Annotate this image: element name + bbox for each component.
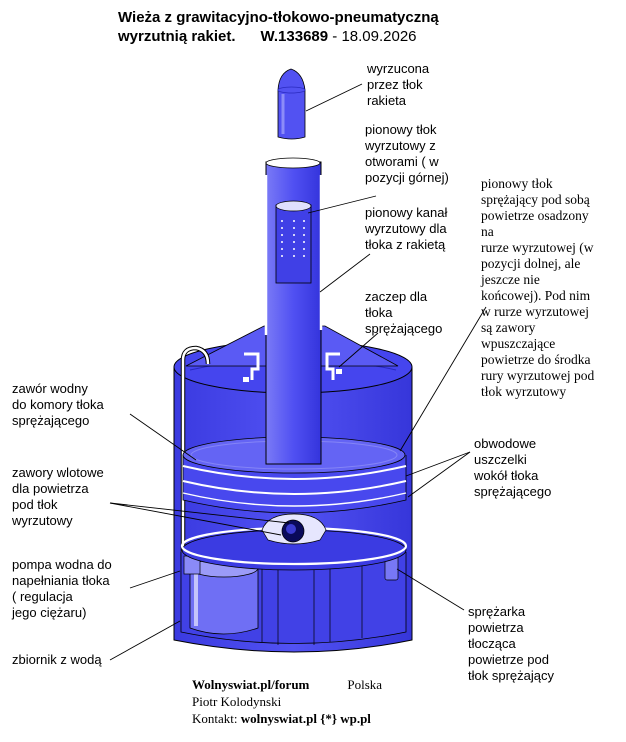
chamber-floor-plate <box>180 526 408 571</box>
pointer-uszczelki-1 <box>405 451 471 477</box>
label-tlok-wyrzutowy: pionowy tłok wyrzutowy z otworami ( w po… <box>365 122 449 185</box>
pointer-sprezarka <box>396 568 465 611</box>
footer-site-line: Wolnyswiat.pl/forum Polska <box>192 677 382 693</box>
pointer-zawory-2 <box>109 502 290 524</box>
title-line-1: Wieża z grawitacyjno-tłokowo-pneumatyczn… <box>118 9 439 26</box>
footer-author: Piotr Kolodynski <box>192 694 282 709</box>
pointer-zawory-1 <box>109 502 282 536</box>
label-tlok-sprezajacy: pionowy tłok sprężający pod sobą powietr… <box>481 176 595 399</box>
label-zawor-wodny: zawór wodny do komory tłoka sprężającego <box>12 381 104 428</box>
footer-country: Polska <box>347 677 383 692</box>
rocket <box>277 68 306 140</box>
label-zaczep: zaczep dla tłoka sprężającego <box>365 289 443 336</box>
footer-contact-email: wolnyswiat.pl {*} wp.pl <box>240 711 371 726</box>
pointer-tlok-sprezajacy <box>399 306 487 452</box>
pointer-uszczelki-2 <box>407 451 471 498</box>
pointer-zawor-wodny <box>129 413 197 461</box>
label-sprezarka: sprężarka powietrza tłocząca powietrze p… <box>468 604 554 683</box>
pointer-lines <box>109 83 487 661</box>
label-zbiornik: zbiornik z wodą <box>12 652 102 667</box>
label-pompa: pompa wodna do napełniania tłoka ( regul… <box>12 557 112 620</box>
water-valve-pipe <box>180 345 211 566</box>
hook-left <box>243 352 260 382</box>
pointer-zbiornik <box>109 620 181 661</box>
diagram-title: Wieża z grawitacyjno-tłokowo-pneumatyczn… <box>118 8 439 46</box>
label-kanal: pionowy kanał wyrzutowy dla tłoka z raki… <box>365 205 448 252</box>
pointer-kanal <box>319 253 371 293</box>
pointer-rakieta <box>305 83 363 112</box>
pointer-zaczep <box>338 332 379 368</box>
label-rakieta: wyrzucona przez tłok rakieta <box>367 61 430 108</box>
pointer-tlok-wyrzutowy <box>307 195 377 214</box>
pointer-pompa <box>129 570 181 589</box>
footer-contact: Kontakt: wolnyswiat.pl {*} wp.pl <box>192 711 371 727</box>
water-tank <box>189 558 259 635</box>
label-uszczelki: obwodowe uszczelki wokół tłoka sprężając… <box>474 436 552 499</box>
title-date: - 18.09.2026 <box>328 28 417 45</box>
footer-contact-prefix: Kontakt: <box>192 711 241 726</box>
title-line-2: wyrzutnią rakiet. W.133689 - 18.09.2026 <box>118 27 439 46</box>
hook-right <box>325 352 342 380</box>
footer-site: Wolnyswiat.pl/forum <box>192 677 310 692</box>
label-zawory-wlotowe: zawory wlotowe dla powietrza pod tłok wy… <box>12 465 104 528</box>
inlet-valve-assembly <box>261 513 327 545</box>
launch-piston <box>275 200 312 284</box>
title-patent: wyrzutnią rakiet. W.133689 <box>118 28 329 45</box>
